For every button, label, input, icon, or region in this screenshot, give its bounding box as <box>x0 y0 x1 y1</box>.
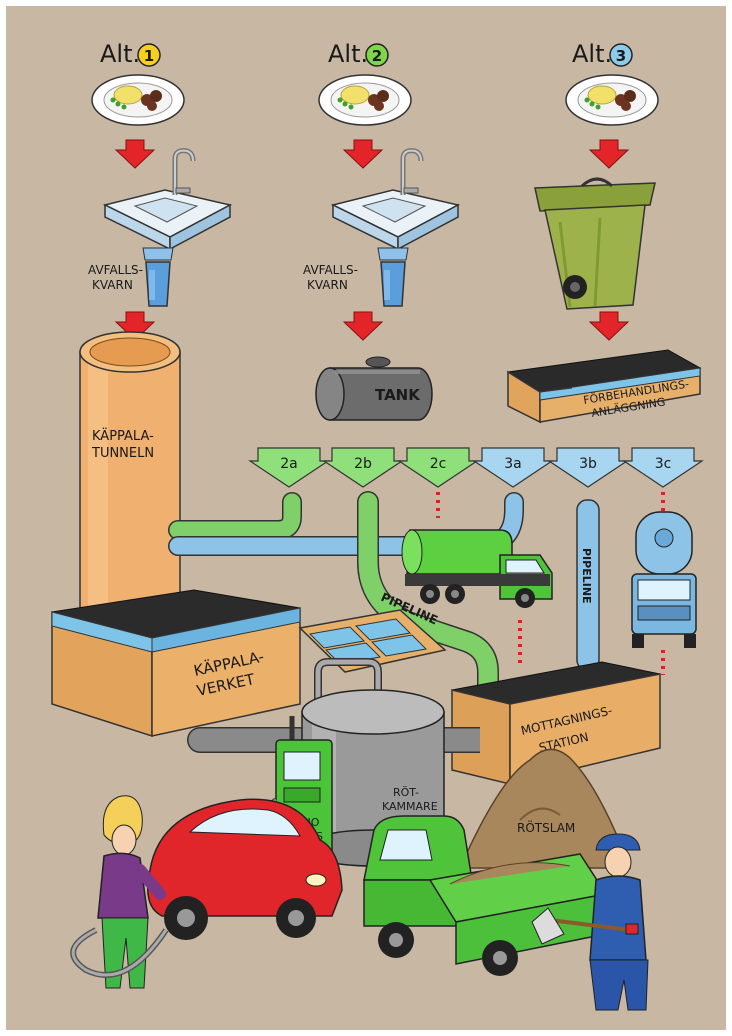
tunnel-label-line2: TUNNELN <box>91 446 154 461</box>
grinder-2-label-line2: KVARN <box>307 278 348 292</box>
tunnel-label-line1: KÄPPALA- <box>92 428 154 444</box>
tank-label: TANK <box>375 386 421 404</box>
alt-2-number: 2 <box>372 47 382 65</box>
food-plate-2-icon <box>319 75 411 125</box>
alt-1-label: Alt. <box>100 40 140 68</box>
digester-label-line2: KAMMARE <box>382 800 438 813</box>
tank-truck-front-icon <box>632 512 696 648</box>
route-2a-label: 2a <box>280 456 298 472</box>
alt-1-header: Alt. 1 <box>100 40 160 68</box>
food-plate-3-icon <box>566 75 658 125</box>
route-3a-label: 3a <box>504 456 522 472</box>
grinder-1-label-line1: AVFALLS- <box>88 263 143 277</box>
alt-2-header: Alt. 2 <box>328 40 388 68</box>
alt-3-header: Alt. 3 <box>572 40 632 68</box>
alt-3-label: Alt. <box>572 40 612 68</box>
route-3b-label: 3b <box>579 456 597 472</box>
sludge-label: RÖTSLAM <box>517 819 575 835</box>
route-3c-label: 3c <box>655 456 672 472</box>
route-2c-label: 2c <box>430 456 447 472</box>
grinder-2-label-line1: AVFALLS- <box>303 263 358 277</box>
alt-2-label: Alt. <box>328 40 368 68</box>
alt-1-number: 1 <box>144 47 154 65</box>
food-plate-1-icon <box>92 75 184 125</box>
kappala-tunnel-icon: KÄPPALA- TUNNELN <box>80 332 180 622</box>
digester-label-line1: RÖT- <box>393 786 419 799</box>
blue-pipeline-label: PIPELINE <box>580 548 593 604</box>
alt-3-number: 3 <box>616 47 626 65</box>
route-2b-label: 2b <box>354 456 372 472</box>
grinder-1-label-line2: KVARN <box>92 278 133 292</box>
